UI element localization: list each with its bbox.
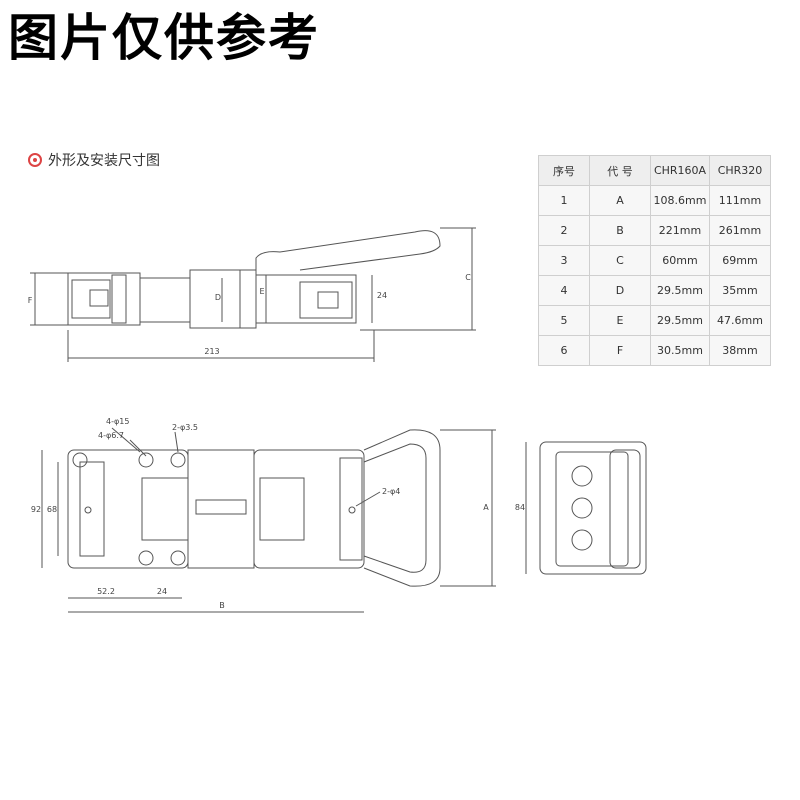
table-header-row: 序号 代 号 CHR160A CHR320 <box>538 155 771 186</box>
screw-hole <box>348 506 356 514</box>
left-ridge <box>111 274 127 324</box>
table-row: 6 F 30.5mm 38mm <box>538 335 771 366</box>
cell-index: 2 <box>538 215 590 246</box>
contact-circle <box>571 529 593 551</box>
mounting-hole <box>138 452 154 468</box>
target-icon <box>28 153 42 167</box>
left-contact-slot <box>89 289 109 307</box>
dim-label-213: 213 <box>204 347 219 356</box>
left-terminal-strip <box>79 461 105 557</box>
spec-table: 序号 代 号 CHR160A CHR320 1 A 108.6mm 111mm … <box>538 155 771 366</box>
top-view <box>41 427 496 613</box>
handle-loop-inner <box>363 443 427 573</box>
cell-code: E <box>589 305 651 336</box>
dim-label-52: 52.2 <box>97 587 115 596</box>
cell-chr320: 38mm <box>709 335 771 366</box>
hole-label-3-5: 2-φ3.5 <box>172 423 198 432</box>
section-header: 外形及安装尺寸图 <box>28 150 160 170</box>
cell-chr160a: 30.5mm <box>650 335 710 366</box>
right-connector-body <box>255 274 357 324</box>
cell-chr320: 47.6mm <box>709 305 771 336</box>
contact-circle <box>571 465 593 487</box>
mounting-hole <box>72 452 88 468</box>
left-plug-plate <box>67 449 189 569</box>
cell-chr320: 69mm <box>709 245 771 276</box>
center-flange <box>239 269 257 329</box>
dimension-labels: 213 F D E 24 C 4-φ15 4-φ6.7 2-φ3.5 2-φ4 … <box>28 273 525 610</box>
dim-label-24-side: 24 <box>377 291 387 300</box>
end-handle-profile <box>609 449 641 569</box>
header-chr320: CHR320 <box>709 155 771 186</box>
center-slot <box>195 499 247 515</box>
dim-label-b: B <box>219 601 225 610</box>
watermark-banner: 图片仅供参考 <box>8 9 320 67</box>
right-terminal-strip <box>339 457 363 561</box>
left-contact-housing <box>71 279 111 319</box>
left-terminal-block <box>141 477 189 541</box>
cell-code: F <box>589 335 651 366</box>
leader-line <box>174 431 179 453</box>
center-coupling-left <box>139 277 191 323</box>
dim-label-f: F <box>28 296 33 305</box>
end-view <box>525 441 647 575</box>
header-chr160a: CHR160A <box>650 155 710 186</box>
dim-label-24: 24 <box>157 587 167 596</box>
leader-line <box>111 427 141 453</box>
side-view <box>30 227 476 362</box>
cell-index: 4 <box>538 275 590 306</box>
header-index: 序号 <box>538 155 590 186</box>
right-terminal-block <box>259 477 305 541</box>
cell-chr320: 111mm <box>709 185 771 216</box>
end-frame <box>539 441 647 575</box>
contact-circle <box>571 497 593 519</box>
dim-label-a: A <box>483 503 489 512</box>
dim-label-e: E <box>259 287 264 296</box>
left-connector-body <box>67 272 141 326</box>
leader-line <box>355 491 381 507</box>
table-row: 3 C 60mm 69mm <box>538 245 771 276</box>
lever-handle <box>255 230 441 271</box>
dim-label-c: C <box>465 273 471 282</box>
dim-label-92: 92 <box>31 505 41 514</box>
hole-label-15: 4-φ15 <box>106 417 129 426</box>
dim-label-84: 84 <box>515 503 525 512</box>
mounting-hole <box>170 550 186 566</box>
dim-label-d: D <box>215 293 221 302</box>
section-title: 外形及安装尺寸图 <box>48 153 160 169</box>
end-inner-frame <box>555 451 629 567</box>
dim-label-68: 68 <box>47 505 57 514</box>
hole-label-4: 2-φ4 <box>382 487 400 496</box>
right-contact-housing <box>299 281 353 319</box>
cell-chr320: 35mm <box>709 275 771 306</box>
handle-loop <box>363 429 441 587</box>
mounting-hole <box>138 550 154 566</box>
screw-hole <box>84 506 92 514</box>
hole-label-6-7: 4-φ6.7 <box>98 431 124 440</box>
right-contact-slot <box>317 291 339 309</box>
center-body <box>187 449 255 569</box>
mounting-hole <box>170 452 186 468</box>
cell-chr160a: 108.6mm <box>650 185 710 216</box>
leader-line <box>129 439 147 457</box>
cell-code: D <box>589 275 651 306</box>
right-plug-plate <box>253 449 365 569</box>
table-row: 1 A 108.6mm 111mm <box>538 185 771 216</box>
